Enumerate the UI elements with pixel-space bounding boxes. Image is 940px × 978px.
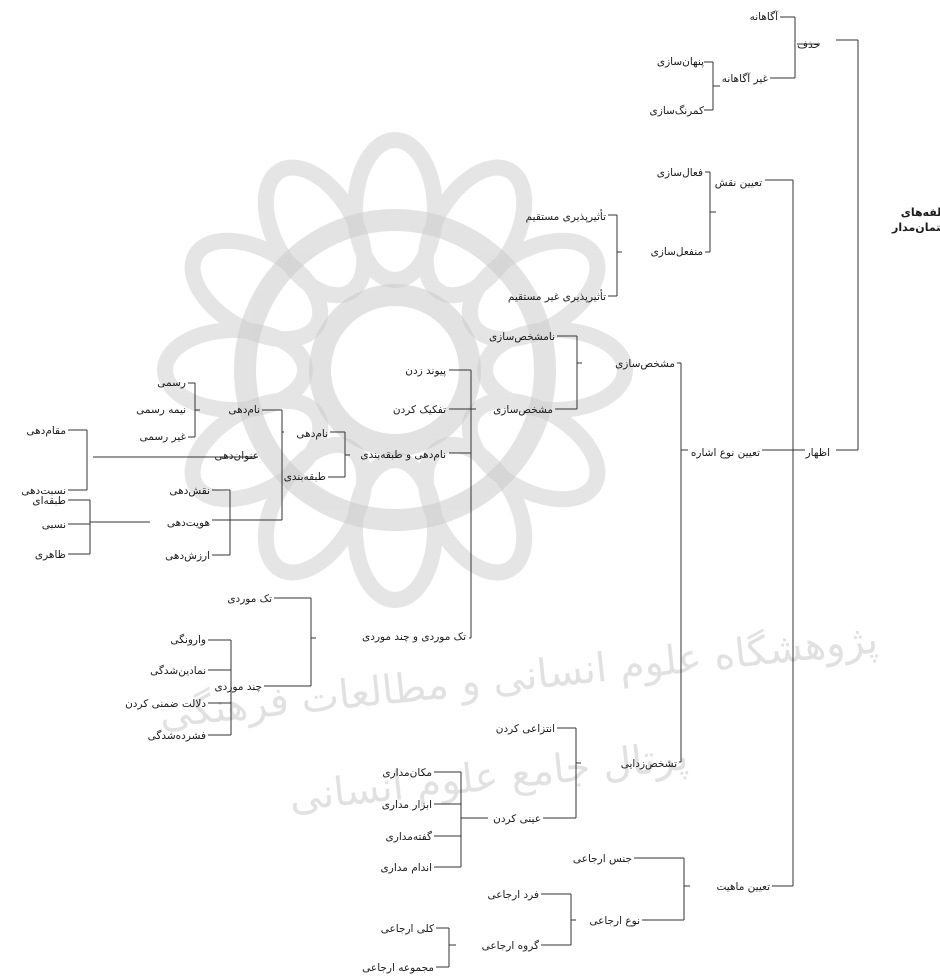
node-jens-erjaei: جنس ارجاعی: [572, 853, 632, 865]
node-chand-moredi: چند موردی: [214, 681, 262, 693]
node-goftemadari: گفته‌مداری: [385, 831, 432, 843]
node-ezhar: اظهار: [805, 447, 830, 459]
node-nesbi: نسبی: [41, 519, 66, 531]
watermark-petal: [461, 232, 606, 348]
root-node: مؤلفه‌های گفتمان‌مدار: [892, 206, 940, 234]
node-nesbatdehi: نسبت‌دهی: [21, 485, 66, 497]
node-tasir-mostaghim: تأثیرپذیری مستقیم: [525, 211, 606, 223]
node-gheir-agahane: غیر آگاهانه: [721, 73, 768, 85]
node-penhansazi: پنهان‌سازی: [656, 56, 704, 68]
node-tafkik: تفکیک کردن: [392, 404, 446, 416]
node-namdehi-b: نام‌دهی: [296, 428, 328, 440]
node-nime-rasmi: نیمه رسمی: [136, 404, 186, 416]
node-abzarmadari: ابزار مداری: [381, 799, 432, 811]
node-namadinshodegi: نمادین‌شدگی: [150, 665, 206, 677]
node-onvandehi: عنوان‌دهی: [214, 450, 259, 462]
node-varoonegi: وارونگی: [170, 634, 206, 646]
node-namoshakhassazi: نامشخص‌سازی: [488, 331, 555, 343]
node-tashakhoszodaei: تشخص‌زدایی: [620, 758, 677, 770]
node-hoviyatdehi: هویت‌دهی: [166, 517, 210, 529]
node-tak-chand: تک موردی و چند موردی: [362, 631, 466, 643]
node-naghshdehi: نقش‌دهی: [169, 485, 210, 497]
node-gheir-rasmi: غیر رسمی: [139, 431, 186, 443]
node-tasir-gheir-mostaghim: تأثیرپذیری غیر مستقیم: [507, 291, 606, 303]
node-taein-naghsh: تعیین نقش: [714, 177, 762, 189]
node-monfaelsazi: منفعل‌سازی: [650, 246, 703, 258]
node-rasmi: رسمی: [157, 377, 186, 389]
node-makanmadari: مکان‌مداری: [382, 767, 432, 779]
node-tabaghebandi: طبقه‌بندی: [283, 471, 326, 483]
node-peyvand: پیوند زدن: [405, 365, 446, 377]
node-kolli-erjaei: کلی ارجاعی: [380, 923, 434, 935]
node-eyni: عینی کردن: [493, 813, 541, 825]
node-faalsazi: فعال‌سازی: [656, 167, 703, 179]
node-kamrangsazi: کمرنگ‌سازی: [649, 105, 704, 117]
node-moshakhassazi-2: مشخص‌سازی: [493, 404, 553, 416]
node-andammadari: اندام مداری: [380, 862, 432, 874]
node-arzeshdehi: ارزش‌دهی: [165, 550, 210, 562]
node-entezaei: انتزاعی کردن: [495, 723, 555, 735]
node-namdehi-tabaghe: نام‌دهی و طبقه‌بندی: [360, 449, 446, 461]
node-majmooe-erjaei: مجموعه ارجاعی: [362, 962, 434, 974]
node-dalalat: دلالت ضمنی کردن: [125, 698, 206, 710]
node-taein-mahiyat: تعیین ماهیت: [716, 881, 771, 893]
node-fard-erjaei: فرد ارجاعی: [487, 889, 539, 901]
node-feshordeshodegi: فشرده‌شدگی: [147, 730, 206, 742]
watermark-petals: [157, 132, 633, 608]
node-tak-moredi: تک موردی: [227, 593, 272, 605]
node-tabaghei: طبقه‌ای: [32, 495, 66, 507]
node-agahane: آگاهانه: [749, 11, 778, 23]
node-zaheri: ظاهری: [34, 549, 66, 561]
node-maghamdehi: مقام‌دهی: [26, 425, 66, 437]
node-moshakhassazi: مشخص‌سازی: [615, 358, 675, 370]
node-taein-noe-eshare: تعیین نوع اشاره: [690, 447, 760, 459]
node-gorooh-erjaei: گروه ارجاعی: [481, 940, 539, 952]
node-noe-erjaei: نوع ارجاعی: [589, 915, 640, 927]
node-hazf: حذف: [797, 39, 820, 51]
node-namdehi-a: نام‌دهی: [228, 404, 260, 416]
